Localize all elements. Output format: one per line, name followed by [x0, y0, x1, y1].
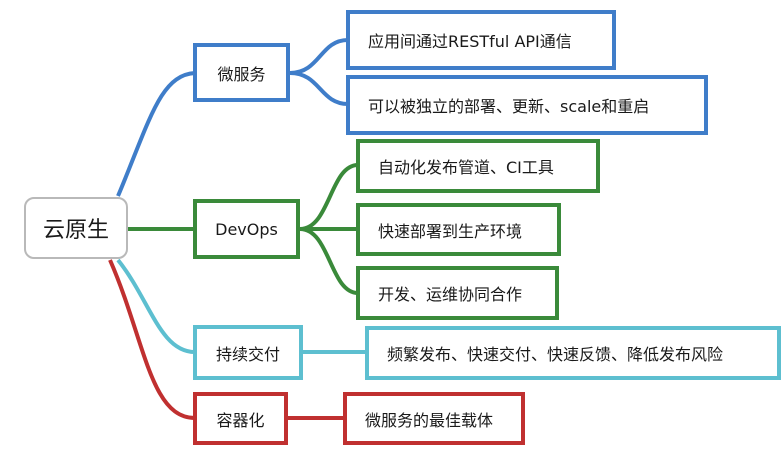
- leaf-fast-deploy: 快速部署到生产环境: [356, 203, 561, 256]
- leaf-independent-deploy: 可以被独立的部署、更新、scale和重启: [346, 75, 708, 135]
- branch-microservices: 微服务: [193, 43, 290, 102]
- connector-root-containerization: [108, 259, 196, 420]
- branch-devops: DevOps: [193, 199, 300, 259]
- connector-devops-child-3: [299, 227, 359, 295]
- leaf-frequent-release: 频繁发布、快速交付、快速反馈、降低发布风险: [365, 326, 781, 380]
- branch-containerization: 容器化: [193, 392, 288, 445]
- leaf-ci-pipeline: 自动化发布管道、CI工具: [356, 139, 600, 193]
- leaf-microservice-carrier: 微服务的最佳载体: [343, 392, 525, 445]
- leaf-dev-ops-collab: 开发、运维协同合作: [356, 266, 559, 320]
- connector-microservices-child-1: [289, 38, 349, 75]
- leaf-restful-api: 应用间通过RESTful API通信: [346, 10, 616, 70]
- connector-devops-child-1: [299, 163, 359, 231]
- connector-microservices-child-2: [289, 71, 349, 106]
- root-node: 云原生: [24, 197, 128, 259]
- connector-root-microservices: [116, 71, 196, 197]
- connector-root-continuous-delivery: [116, 258, 196, 354]
- branch-continuous-delivery: 持续交付: [193, 325, 303, 380]
